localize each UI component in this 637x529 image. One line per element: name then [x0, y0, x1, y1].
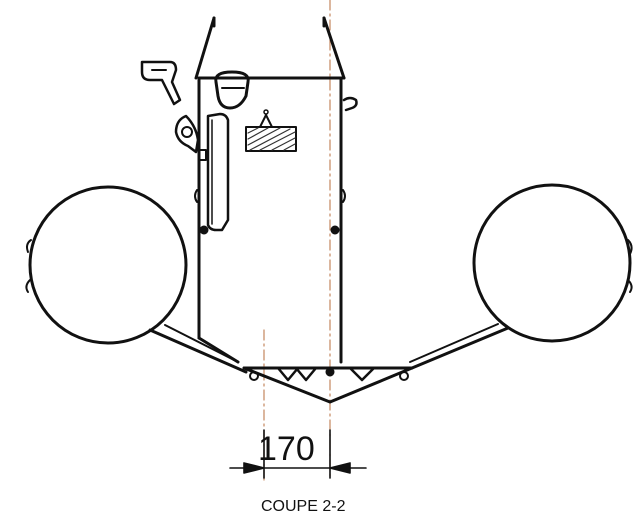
vehicle-body: [194, 16, 346, 364]
hatched-block: [245, 109, 297, 152]
dimension-line: [229, 429, 367, 479]
faucet-icon: [140, 60, 182, 106]
dimension-value: 170: [258, 430, 315, 468]
float-left: [25, 185, 248, 374]
side-handle: [342, 96, 358, 112]
door-panel: [199, 112, 230, 232]
seat-shape: [214, 70, 250, 110]
section-caption: COUPE 2-2: [261, 498, 346, 515]
float-right: [409, 183, 633, 370]
crank-icon: [174, 114, 200, 154]
hull-bottom: [242, 366, 414, 404]
